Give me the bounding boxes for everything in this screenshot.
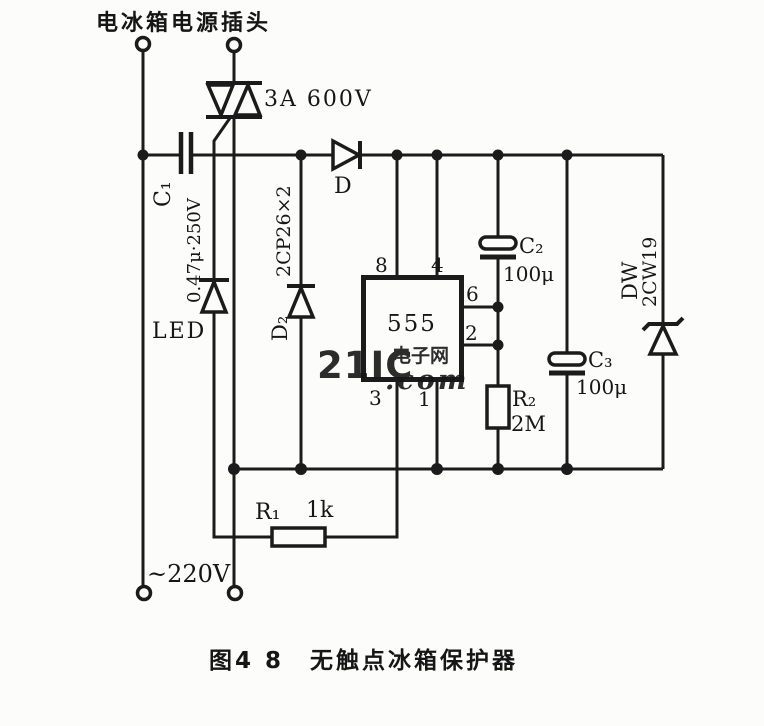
led-triangle	[199, 277, 229, 314]
c3-value-label: 100μ	[576, 375, 627, 399]
wire-led-to-r1	[212, 312, 272, 539]
ic-555-label: 555	[387, 311, 437, 337]
r1-name-label: R₁	[255, 500, 280, 525]
led-diode	[199, 277, 229, 314]
plug-terminal-right	[225, 36, 243, 54]
junction-dot	[431, 463, 443, 475]
junction-dots	[137, 149, 573, 475]
mains-terminal-left	[135, 584, 153, 602]
junction-dot	[295, 149, 307, 161]
dw-type-label: 2CW19	[639, 237, 661, 307]
pin-6-label: 6	[466, 282, 479, 306]
junction-dot	[492, 339, 504, 351]
pin-1-label: 1	[418, 387, 431, 411]
r2-resistor	[485, 384, 511, 430]
watermark: 21IC 电子网 .com	[317, 344, 469, 396]
c3-capacitor	[547, 351, 587, 376]
dw-triangle	[647, 321, 679, 356]
mains-terminal-right	[226, 584, 244, 602]
d2-diode	[286, 283, 316, 319]
junction-dot	[391, 149, 403, 161]
d-triangle	[331, 138, 363, 172]
junction-dot	[492, 149, 504, 161]
r2-name-label: R₂	[512, 387, 536, 411]
c1-plates	[178, 132, 194, 174]
junction-dot	[228, 463, 240, 475]
c2-capacitor	[478, 235, 518, 260]
triac-triangle-left	[205, 83, 236, 120]
plug-label: 电冰箱电源插头	[96, 10, 271, 36]
pin-8-label: 8	[375, 253, 388, 277]
c1-value-label: 0.47μ·250V	[184, 197, 205, 303]
d2-triangle	[286, 283, 316, 319]
d-label: D	[334, 174, 352, 199]
c2-name-label: C₂	[519, 234, 544, 258]
d2-label: D₂	[268, 316, 292, 341]
r1-value-label: 1k	[306, 498, 334, 523]
wire-gate-to-led	[212, 117, 232, 280]
junction-dot	[137, 149, 149, 161]
watermark-site: 电子网	[392, 344, 449, 367]
junction-dot	[295, 463, 307, 475]
watermark-domain: .com	[385, 365, 469, 396]
c1-capacitor	[178, 132, 194, 174]
triac-triangle-right	[232, 80, 263, 117]
figure-caption: 图4 8 无触点冰箱保护器	[209, 647, 518, 674]
pin-2-label: 2	[465, 321, 478, 345]
triac-symbol	[205, 80, 263, 120]
watermark-brand: 21IC	[317, 344, 413, 387]
pin-3-label: 3	[369, 386, 382, 410]
c2-value-label: 100μ	[503, 262, 554, 286]
junction-dot	[561, 149, 573, 161]
dw-zener-diode	[641, 316, 685, 356]
junction-dot	[492, 463, 504, 475]
diode-type-label: 2CP26×2	[273, 185, 295, 277]
junction-dot	[492, 301, 504, 313]
terminals	[134, 35, 244, 602]
pin-4-label: 4	[431, 253, 444, 277]
r1-resistor	[270, 526, 327, 548]
wire-r1-to-pin3	[325, 380, 399, 539]
d-diode	[331, 138, 363, 172]
mains-voltage-label: ~220V	[147, 560, 231, 588]
plug-terminal-left	[134, 35, 152, 53]
junction-dot	[561, 463, 573, 475]
triac-bars	[206, 81, 262, 119]
junction-dot	[431, 149, 443, 161]
c3-name-label: C₃	[588, 348, 613, 372]
triac-rating-label: 3A 600V	[264, 87, 373, 112]
c2-positive-plate	[478, 235, 518, 251]
led-label: LED	[152, 319, 206, 344]
r2-value-label: 2M	[511, 412, 546, 436]
dw-name-label: DW	[618, 261, 642, 300]
c3-positive-plate	[547, 351, 587, 367]
ic-555-body	[361, 275, 464, 382]
c1-name-label: C₁	[151, 181, 176, 207]
